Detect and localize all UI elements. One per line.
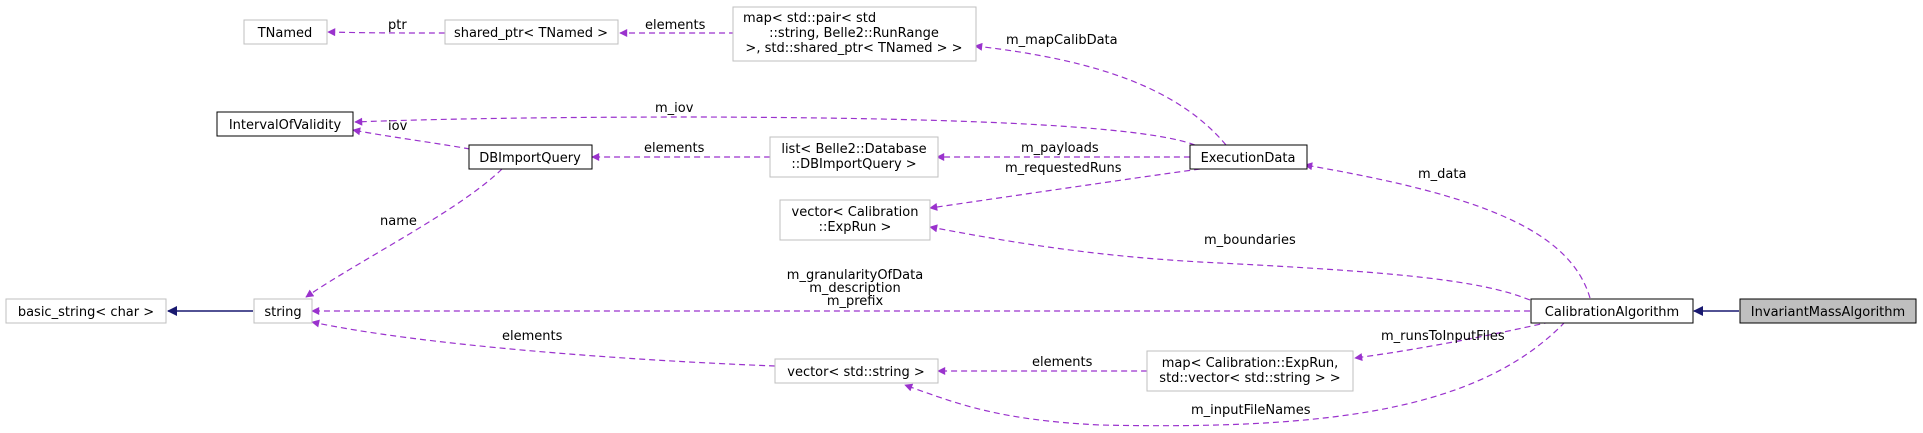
node-map-exprun-line-1: map< Calibration::ExpRun, (1162, 356, 1339, 371)
label-m-requestedRuns: m_requestedRuns (1005, 161, 1122, 176)
node-calibration-algorithm-label: CalibrationAlgorithm (1545, 305, 1679, 320)
node-map-calib-line-3: >, std::shared_ptr< TNamed > > (745, 41, 962, 56)
edge-m-runsToInputFiles (1354, 321, 1551, 362)
node-string-label: string (264, 305, 301, 320)
label-m-boundaries: m_boundaries (1204, 233, 1296, 248)
edge-m-inputFileNames (904, 321, 1566, 427)
node-invariant-label: InvariantMassAlgorithm (1751, 305, 1905, 320)
edges (167, 28, 1739, 427)
label-elements-list: elements (644, 141, 705, 156)
node-tnamed-label: TNamed (257, 26, 313, 41)
edge-ptr (327, 28, 446, 37)
node-interval-of-validity[interactable]: IntervalOfValidity (216, 111, 354, 137)
node-execution-data[interactable]: ExecutionData (1189, 144, 1308, 170)
node-execution-data-label: ExecutionData (1201, 151, 1296, 166)
label-m-iov: m_iov (655, 101, 694, 116)
node-invariant-mass-algorithm[interactable]: InvariantMassAlgorithm (1739, 298, 1917, 324)
node-shared-ptr[interactable]: shared_ptr< TNamed > (444, 19, 619, 45)
node-dbimportquery[interactable]: DBImportQuery (468, 144, 593, 170)
label-m-data: m_data (1418, 167, 1466, 182)
label-elements-vector: elements (502, 329, 563, 344)
node-string[interactable]: string (253, 298, 313, 324)
label-name: name (380, 214, 417, 229)
node-vector-string-label: vector< std::string > (787, 365, 924, 380)
label-elements-map: elements (1032, 355, 1093, 370)
node-map-exprun[interactable]: map< Calibration::ExpRun, std::vector< s… (1146, 350, 1354, 392)
node-map-exprun-line-2: std::vector< std::string > > (1159, 371, 1340, 386)
node-list-db-line-2: ::DBImportQuery > (791, 157, 916, 172)
node-basic-string[interactable]: basic_string< char > (5, 298, 167, 324)
node-vector-exprun[interactable]: vector< Calibration ::ExpRun > (779, 199, 931, 241)
label-m-runsToInputFiles: m_runsToInputFiles (1381, 329, 1505, 344)
edge-elements-vector (311, 319, 776, 367)
label-m-inputFileNames: m_inputFileNames (1191, 403, 1311, 418)
node-basic-string-label: basic_string< char > (18, 305, 154, 320)
label-string-member-3: m_prefix (827, 294, 884, 309)
edge-m-mapCalibData (974, 42, 1227, 146)
node-shared-ptr-label: shared_ptr< TNamed > (454, 26, 608, 41)
edge-m-boundaries (929, 224, 1531, 301)
node-vector-exprun-line-1: vector< Calibration (792, 205, 919, 220)
edge-labels: ptr elements m_mapCalibData m_iov iov el… (380, 18, 1505, 418)
label-string-member-2: m_description (809, 281, 900, 296)
node-tnamed[interactable]: TNamed (243, 19, 328, 45)
node-calibration-algorithm[interactable]: CalibrationAlgorithm (1530, 298, 1694, 324)
label-string-member-1: m_granularityOfData (787, 268, 923, 283)
node-map-calib-line-1: map< std::pair< std (743, 11, 876, 26)
edge-m-data (1304, 162, 1591, 299)
edge-iov (352, 127, 471, 150)
node-vector-string[interactable]: vector< std::string > (774, 358, 939, 384)
label-iov: iov (388, 119, 408, 134)
label-elements-shared: elements (645, 18, 706, 33)
label-m-mapCalibData: m_mapCalibData (1006, 33, 1118, 48)
node-interval-label: IntervalOfValidity (229, 118, 342, 133)
node-list-db-line-1: list< Belle2::Database (781, 142, 926, 157)
node-vector-exprun-line-2: ::ExpRun > (819, 220, 892, 235)
label-m-payloads: m_payloads (1021, 141, 1099, 156)
node-list-db[interactable]: list< Belle2::Database ::DBImportQuery > (769, 136, 939, 178)
edge-m-requestedRuns (929, 168, 1201, 211)
nodes: TNamed shared_ptr< TNamed > map< std::pa… (5, 6, 1917, 392)
edge-name (305, 168, 503, 298)
node-dbimportquery-label: DBImportQuery (479, 151, 581, 166)
label-ptr: ptr (388, 18, 407, 33)
node-map-calib-line-2: ::string, Belle2::RunRange (769, 26, 939, 41)
node-map-calib[interactable]: map< std::pair< std ::string, Belle2::Ru… (732, 6, 977, 62)
